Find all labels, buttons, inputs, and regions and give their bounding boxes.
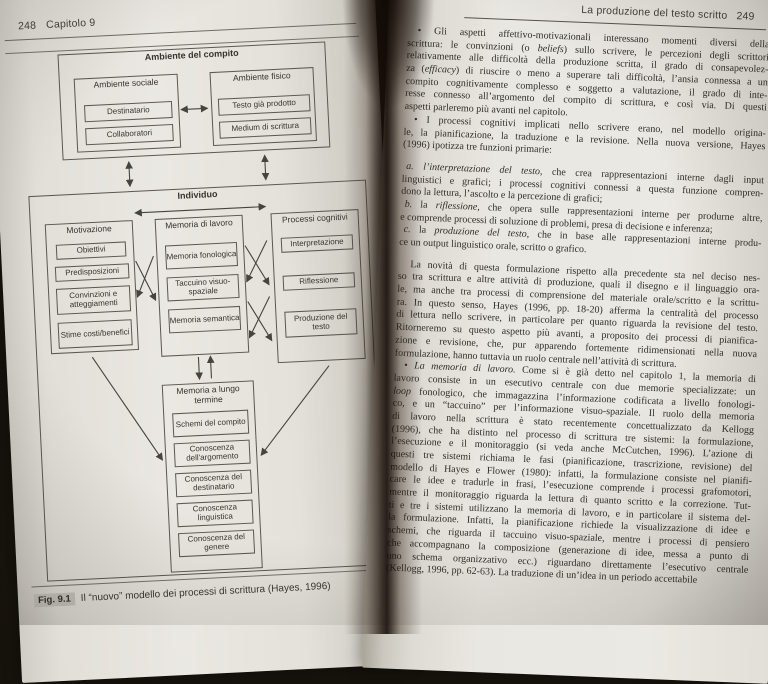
box-social-environment: Ambiente sociale Destinatario Collaborat… (73, 73, 182, 153)
box-task-environment: Ambiente del compito Ambiente sociale De… (57, 41, 331, 161)
box-label: Conoscenza dell'argomento (186, 442, 239, 463)
box-conoscenza-linguistica: Conoscenza linguistica (176, 499, 254, 528)
box-conoscenza-destinatario: Conoscenza del destinatario (175, 469, 253, 498)
right-page: La produzione del testo scritto 249 • Gli… (362, 0, 768, 684)
cognitive-processes-title: Processi cognitivi (281, 211, 348, 225)
box-label: Conoscenza del destinatario (184, 472, 243, 493)
box-label: Conoscenza linguistica (192, 502, 238, 523)
left-page-content: 248 Capitolo 9 (1, 0, 399, 682)
box-riflessione: Riflessione (282, 272, 356, 291)
box-label: Predisposizioni (65, 265, 120, 278)
long-term-memory-title: Memoria a lungo termine (176, 383, 240, 405)
box-label: Schemi del compito (175, 416, 246, 429)
box-conoscenza-argomento: Conoscenza dell'argomento (173, 439, 251, 468)
box-label: Stime costi/benefici (60, 326, 130, 340)
box-memoria-semantica: Memoria semantica (168, 305, 242, 334)
social-environment-title: Ambiente sociale (93, 76, 159, 90)
left-page: 248 Capitolo 9 (0, 0, 408, 684)
figure-9-1-diagram: Ambiente del compito Ambiente sociale De… (17, 37, 390, 583)
body-text: • Gli aspetti affettivo-motivazionali in… (386, 25, 768, 590)
motivation-title: Motivazione (66, 223, 112, 236)
box-convinzioni: Convinzioni e atteggiamenti (55, 285, 132, 315)
box-label: Produzione del testo (293, 311, 348, 332)
figure-caption-tag: Fig. 9.1 (33, 592, 76, 608)
box-label: Memoria fonologica (166, 248, 237, 262)
box-label: Riflessione (299, 275, 339, 287)
box-label: Obiettivi (76, 244, 106, 255)
box-predisposizioni: Predisposizioni (54, 263, 130, 282)
right-running-head: La produzione del testo scritto 249 (581, 4, 755, 23)
physical-environment-title: Ambiente fisico (232, 70, 291, 83)
box-destinatario: Destinatario (83, 101, 173, 123)
box-stime-costi-benefici: Stime costi/benefici (57, 319, 133, 349)
box-schemi-del-compito: Schemi del compito (172, 409, 250, 438)
left-page-number: 248 (17, 19, 37, 33)
box-individual: Individuo Motivazione Obiettivi Predispo… (28, 179, 385, 582)
box-label: Conoscenza del genere (187, 532, 246, 552)
box-label: Memoria semantica (169, 312, 240, 325)
working-memory-title: Memoria di lavoro (164, 217, 233, 231)
right-page-content: La produzione del testo scritto 249 • Gli… (382, 0, 768, 683)
figure-caption-text: Il “nuovo” modello dei processi di scrit… (80, 580, 331, 605)
box-label: Interpretazione (290, 236, 344, 249)
box-interpretazione: Interpretazione (280, 234, 354, 253)
box-motivation: Motivazione Obiettivi Predisposizioni Co… (44, 220, 139, 355)
box-medium-di-scrittura: Medium di scrittura (218, 117, 312, 139)
box-collaboratori: Collaboratori (85, 123, 174, 146)
box-obiettivi: Obiettivi (55, 241, 127, 260)
box-memoria-fonologica: Memoria fonologica (164, 241, 239, 270)
chapter-label: Capitolo 9 (45, 16, 96, 32)
box-working-memory: Memoria di lavoro Memoria fonologica Tac… (154, 214, 250, 357)
box-label: Medium di scrittura (231, 120, 300, 134)
box-taccuino-visuo-spaziale: Taccuino visuo-spaziale (166, 273, 240, 302)
box-testo-gia-prodotto: Testo già prodotto (217, 94, 311, 116)
right-page-number: 249 (736, 10, 755, 23)
box-conoscenza-del-genere: Conoscenza del genere (178, 529, 256, 558)
box-label: Testo già prodotto (232, 98, 297, 111)
box-physical-environment: Ambiente fisico Testo già prodotto Mediu… (209, 67, 318, 147)
left-running-head: 248 Capitolo 9 (18, 17, 96, 33)
box-label: Collaboratori (106, 128, 153, 140)
box-label: Destinatario (106, 105, 150, 117)
diagram-arrows (91, 104, 330, 461)
box-label: Convinzioni e atteggiamenti (69, 289, 118, 310)
right-header-title: La produzione del testo scritto (581, 3, 728, 22)
box-produzione-del-testo: Produzione del testo (284, 308, 358, 338)
box-label: Taccuino visuo-spaziale (175, 276, 231, 297)
box-cognitive-processes: Processi cognitivi Interpretazione Rifle… (270, 209, 366, 364)
box-long-term-memory: Memoria a lungo termine Schemi del compi… (161, 380, 263, 573)
